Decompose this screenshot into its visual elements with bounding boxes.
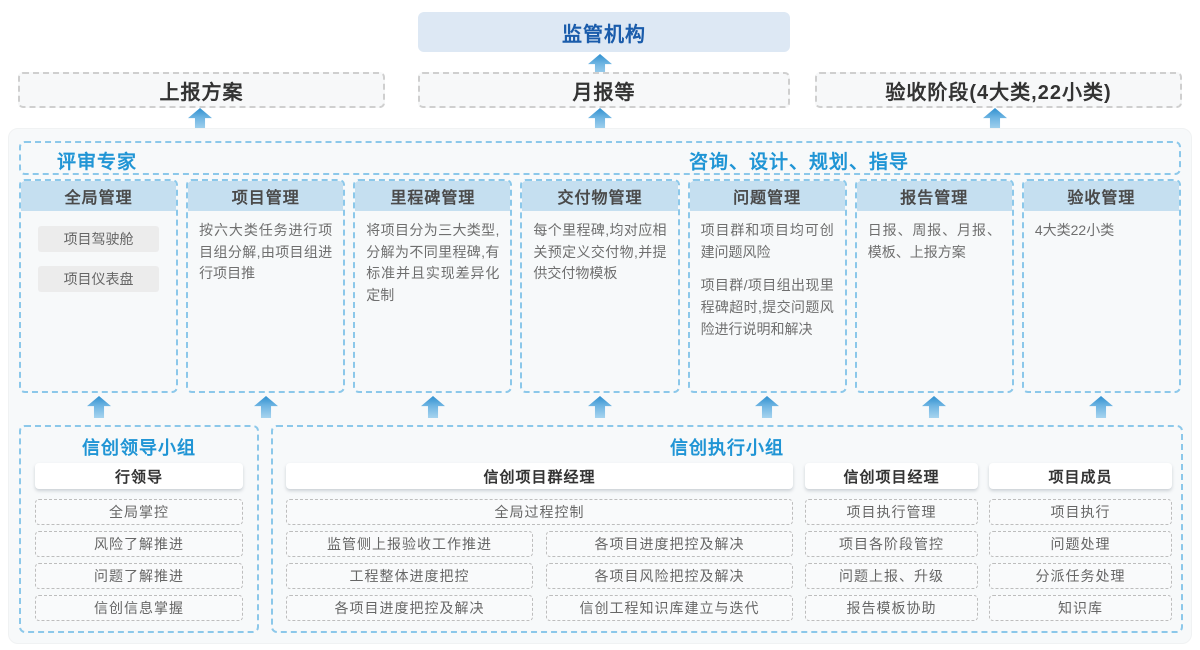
guidance-label: 咨询、设计、规划、指导 [689,152,910,173]
module-text: 项目群/项目组出现里程碑超时,提交问题风险进行说明和解决 [700,277,834,337]
module-acceptance-management: 验收管理 4大类22小类 [1021,179,1181,393]
module-columns: 全局管理 项目驾驶舱 项目仪表盘 项目管理 按六大类任务进行项目组分解,由项目组… [19,179,1181,393]
module-body: 日报、周报、月报、模板、上报方案 [857,211,1012,272]
module-body: 每个里程碑,均对应相关预定义交付物,并提供交付物模板 [522,211,677,294]
arrow-up-icon [922,396,946,418]
exec-duty: 信创工程知识库建立与迭代 [546,595,793,621]
channel-report-plan: 上报方案 [18,72,385,108]
exec-duty: 报告模板协助 [805,595,978,621]
module-title: 交付物管理 [522,181,678,211]
exec-duty: 监管侧上报验收工作推进 [286,531,533,557]
module-body: 项目群和项目均可创建问题风险 项目群/项目组出现里程碑超时,提交问题风险进行说明… [690,211,845,349]
module-project-management: 项目管理 按六大类任务进行项目组分解,由项目组进行项目推 [186,179,346,393]
exec-duty: 知识库 [989,595,1172,621]
module-body: 项目驾驶舱 项目仪表盘 [21,211,176,301]
leader-role-bank-leadership: 行领导 [35,463,243,489]
exec-duty: 项目各阶段管控 [805,531,978,557]
exec-duty: 问题处理 [989,531,1172,557]
expert-guidance-bar: 评审专家 咨询、设计、规划、指导 [19,141,1181,175]
arrow-up-icon [983,108,1007,130]
module-title: 里程碑管理 [355,181,511,211]
regulator-box: 监管机构 [418,12,790,52]
module-report-management: 报告管理 日报、周报、月报、模板、上报方案 [854,179,1014,393]
module-title: 问题管理 [689,181,845,211]
module-global-management: 全局管理 项目驾驶舱 项目仪表盘 [19,179,179,393]
module-body: 将项目分为三大类型,分解为不同里程碑,有标准并且实现差异化定制 [355,211,510,316]
exec-duty: 各项目进度把控及解决 [546,531,793,557]
arrow-up-icon [588,396,612,418]
module-issue-management: 问题管理 项目群和项目均可创建问题风险 项目群/项目组出现里程碑超时,提交问题风… [687,179,847,393]
channel-label: 月报等 [572,81,636,104]
exec-role-project-manager: 信创项目经理 [805,463,978,489]
exec-duty: 项目执行 [989,499,1172,525]
arrow-up-icon [188,108,212,130]
module-chip: 项目驾驶舱 [38,226,160,252]
channel-label: 验收阶段(4大类,22小类) [885,81,1112,104]
exec-duty: 各项目进度把控及解决 [286,595,533,621]
review-expert-label: 评审专家 [57,152,138,173]
arrow-up-icon [755,396,779,418]
module-text: 项目群和项目均可创建问题风险 [700,222,834,260]
module-text: 按六大类任务进行项目组分解,由项目组进行项目推 [199,222,333,282]
module-title: 验收管理 [1023,181,1179,211]
module-title: 报告管理 [856,181,1012,211]
leader-group-box: 信创领导小组 行领导 全局掌控 风险了解推进 问题了解推进 信创信息掌握 [19,425,259,633]
exec-duty: 全局过程控制 [286,499,793,525]
exec-group-box: 信创执行小组 信创项目群经理 全局过程控制 监管侧上报验收工作推进 工程整体进度… [271,425,1183,633]
exec-duty: 问题上报、升级 [805,563,978,589]
regulator-label: 监管机构 [562,23,646,46]
arrow-up-icon [254,396,278,418]
module-milestone-management: 里程碑管理 将项目分为三大类型,分解为不同里程碑,有标准并且实现差异化定制 [353,179,513,393]
exec-role-project-member: 项目成员 [989,463,1172,489]
leader-duty: 问题了解推进 [35,563,243,589]
module-text: 将项目分为三大类型,分解为不同里程碑,有标准并且实现差异化定制 [366,222,500,304]
module-text: 日报、周报、月报、模板、上报方案 [867,222,1001,260]
module-body: 4大类22小类 [1024,211,1179,251]
leader-group-title: 信创领导小组 [82,438,196,458]
module-deliverable-management: 交付物管理 每个里程碑,均对应相关预定义交付物,并提供交付物模板 [520,179,680,393]
platform-container: 评审专家 咨询、设计、规划、指导 全局管理 项目驾驶舱 项目仪表盘 项目管理 按… [8,128,1192,644]
module-text: 每个里程碑,均对应相关预定义交付物,并提供交付物模板 [533,222,667,282]
exec-duty: 各项目风险把控及解决 [546,563,793,589]
module-title: 全局管理 [21,181,177,211]
exec-duty: 项目执行管理 [805,499,978,525]
module-body: 按六大类任务进行项目组分解,由项目组进行项目推 [188,211,343,294]
exec-duty: 工程整体进度把控 [286,563,533,589]
leader-duty: 全局掌控 [35,499,243,525]
arrow-up-icon [588,108,612,130]
module-title: 项目管理 [188,181,344,211]
module-text: 4大类22小类 [1034,222,1115,238]
exec-group-title: 信创执行小组 [670,438,784,458]
leader-duty: 风险了解推进 [35,531,243,557]
channel-monthly-report: 月报等 [418,72,790,108]
arrow-up-icon [87,396,111,418]
arrow-up-icon [1089,396,1113,418]
exec-duty: 分派任务处理 [989,563,1172,589]
module-chip: 项目仪表盘 [38,266,160,292]
exec-role-program-manager: 信创项目群经理 [286,463,793,489]
arrow-up-icon [421,396,445,418]
channel-acceptance-stage: 验收阶段(4大类,22小类) [815,72,1182,108]
leader-duty: 信创信息掌握 [35,595,243,621]
channel-label: 上报方案 [159,81,244,104]
